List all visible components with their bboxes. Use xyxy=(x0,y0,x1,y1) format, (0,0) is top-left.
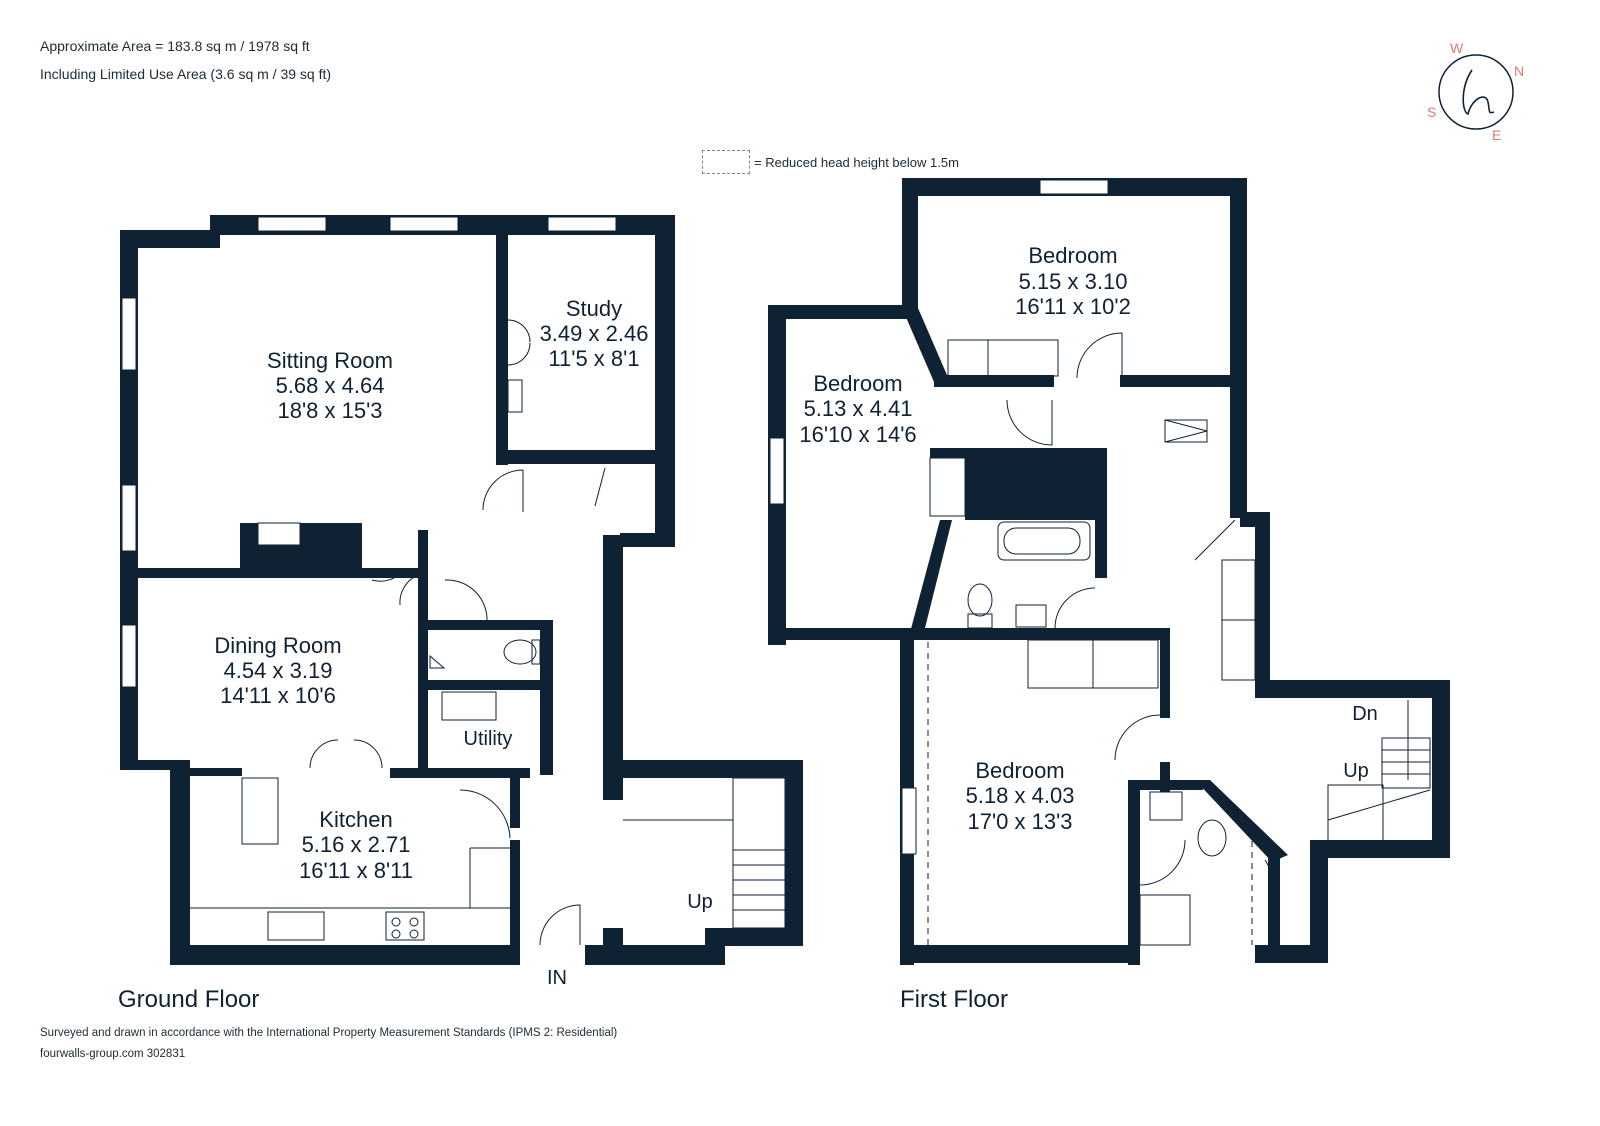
kitchen-imperial: 16'11 x 8'11 xyxy=(299,858,413,883)
compass-n: N xyxy=(1514,63,1525,79)
bedroom-1-imperial: 16'11 x 10'2 xyxy=(1015,294,1131,319)
bedroom-2-name: Bedroom xyxy=(813,371,902,396)
approximate-area: Approximate Area = 183.8 sq m / 1978 sq … xyxy=(40,38,310,54)
compass-icon xyxy=(1438,54,1514,130)
compass-w: W xyxy=(1450,40,1464,56)
bedroom-2-metric: 5.13 x 4.41 xyxy=(804,396,913,421)
limited-use-area: Including Limited Use Area (3.6 sq m / 3… xyxy=(40,66,332,82)
bedroom-2-imperial: 16'10 x 14'6 xyxy=(799,422,916,447)
bedroom-3-name: Bedroom xyxy=(975,758,1064,783)
study-metric: 3.49 x 2.46 xyxy=(540,321,649,346)
entrance-label: IN xyxy=(547,967,567,989)
ground-floor-fixtures xyxy=(190,319,786,946)
bedroom-3-imperial: 17'0 x 13'3 xyxy=(967,809,1072,834)
legend-text: = Reduced head height below 1.5m xyxy=(754,154,959,170)
dining-room-metric: 4.54 x 3.19 xyxy=(224,658,333,683)
dashed-box-symbol xyxy=(702,150,750,174)
ground-floor-labels: Sitting Room 5.68 x 4.64 18'8 x 15'3 Stu… xyxy=(214,296,712,989)
ground-floor-windows xyxy=(121,216,617,688)
study-imperial: 11'5 x 8'1 xyxy=(548,346,639,371)
first-floor-fixtures xyxy=(927,332,1431,946)
kitchen-metric: 5.16 x 2.71 xyxy=(302,832,411,857)
compass-e: E xyxy=(1492,127,1502,143)
utility-name: Utility xyxy=(464,728,513,750)
sitting-room-name: Sitting Room xyxy=(267,348,393,373)
bedroom-3-metric: 5.18 x 4.03 xyxy=(966,783,1075,808)
first-stairs-up: Up xyxy=(1343,760,1369,782)
ground-stairs-up: Up xyxy=(687,891,713,913)
dining-room-name: Dining Room xyxy=(214,633,341,658)
compass-s: S xyxy=(1427,104,1437,120)
sitting-room-metric: 5.68 x 4.64 xyxy=(276,373,385,398)
first-floor-walls xyxy=(768,178,1450,965)
first-floor-windows xyxy=(769,179,1109,855)
ground-floor-label: Ground Floor xyxy=(118,986,260,1013)
dining-room-imperial: 14'11 x 10'6 xyxy=(220,683,336,708)
head-height-legend: = Reduced head height below 1.5m xyxy=(702,150,959,174)
first-stairs-dn: Dn xyxy=(1352,703,1378,725)
first-floor-label: First Floor xyxy=(900,986,1008,1013)
sitting-room-imperial: 18'8 x 15'3 xyxy=(277,398,382,423)
bedroom-1-metric: 5.15 x 3.10 xyxy=(1019,269,1128,294)
first-floor-labels: Bedroom 5.15 x 3.10 16'11 x 10'2 Bedroom… xyxy=(799,243,1377,834)
reference-note: fourwalls-group.com 302831 xyxy=(40,1048,186,1060)
bedroom-1-name: Bedroom xyxy=(1028,243,1117,268)
study-name: Study xyxy=(566,296,622,321)
standards-note: Surveyed and drawn in accordance with th… xyxy=(40,1027,618,1039)
kitchen-name: Kitchen xyxy=(319,807,392,832)
ground-floor-walls xyxy=(120,215,803,965)
